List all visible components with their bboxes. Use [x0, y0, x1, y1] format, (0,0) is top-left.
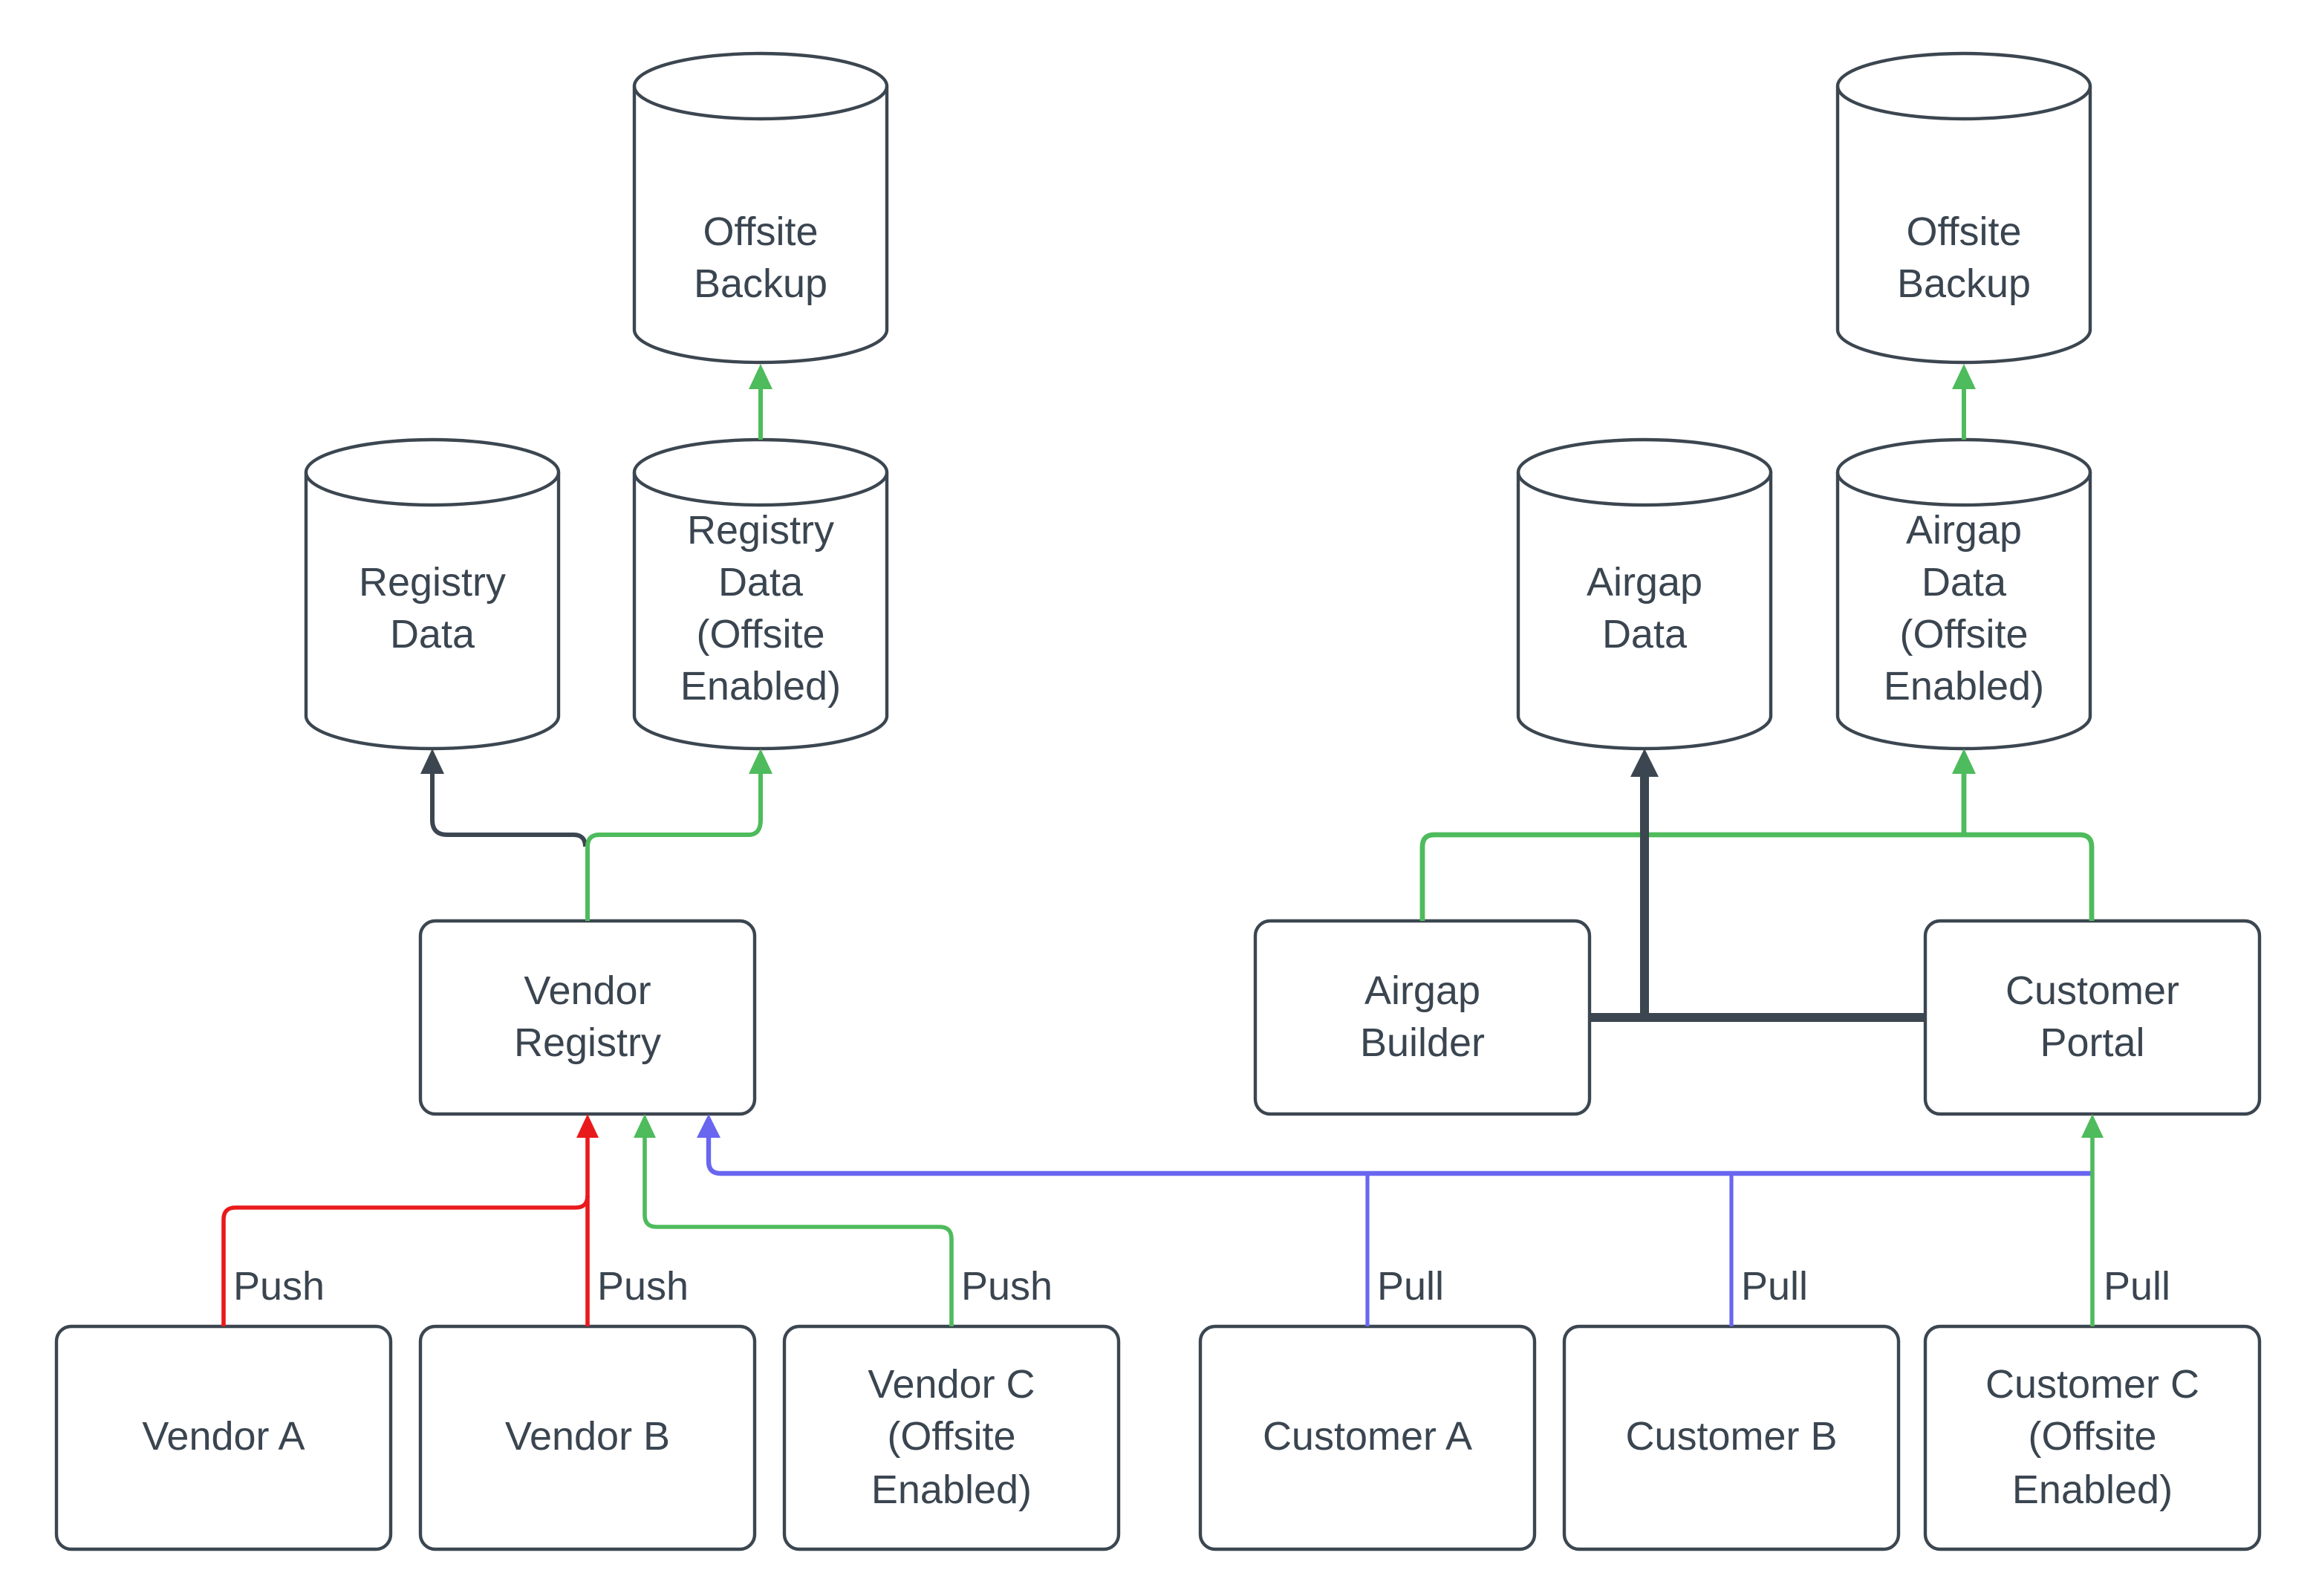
box-vendor-c	[782, 1324, 1121, 1551]
box-vendor-b	[418, 1324, 757, 1551]
arrowhead-registry-data-offsite-green	[749, 749, 772, 774]
arrowhead-push-red	[576, 1114, 599, 1138]
edge-push-vendor-a-red	[221, 1195, 590, 1326]
arrowhead-pull-blue	[697, 1114, 720, 1138]
box-customer-c	[1923, 1324, 2262, 1551]
cylinder-registry-data	[304, 437, 561, 751]
cylinder-airgap-data-offsite	[1835, 437, 2092, 751]
arrowhead-airgap-data-dark	[1630, 749, 1659, 777]
arrowhead-offsite-backup-right-green	[1952, 364, 1976, 389]
box-customer-b	[1562, 1324, 1901, 1551]
box-customer-portal	[1923, 919, 2262, 1116]
box-customer-a	[1198, 1324, 1537, 1551]
cylinder-registry-data-offsite	[632, 437, 889, 751]
cylinder-airgap-data	[1516, 437, 1773, 751]
edge-registry-data-offsite-green	[585, 772, 763, 921]
edge-pull-main-blue	[706, 1135, 2092, 1176]
edge-push-vendor-c-green	[642, 1136, 954, 1326]
arrowhead-registry-data-dark	[420, 749, 444, 774]
arrowhead-offsite-backup-left-green	[749, 364, 772, 389]
cylinder-offsite-backup-left	[632, 51, 889, 365]
cylinder-offsite-backup-right	[1835, 51, 2092, 365]
box-airgap-builder	[1253, 919, 1592, 1116]
arrowhead-airgap-data-offsite-green	[1952, 749, 1976, 774]
box-vendor-registry	[418, 919, 757, 1116]
box-vendor-a	[54, 1324, 393, 1551]
edge-registry-data-dark	[430, 772, 588, 847]
arrowhead-push-green	[634, 1114, 656, 1138]
edge-airgap-builder-portal-green	[1419, 832, 2095, 921]
arrowhead-pull-customer-c-green	[2081, 1114, 2104, 1138]
